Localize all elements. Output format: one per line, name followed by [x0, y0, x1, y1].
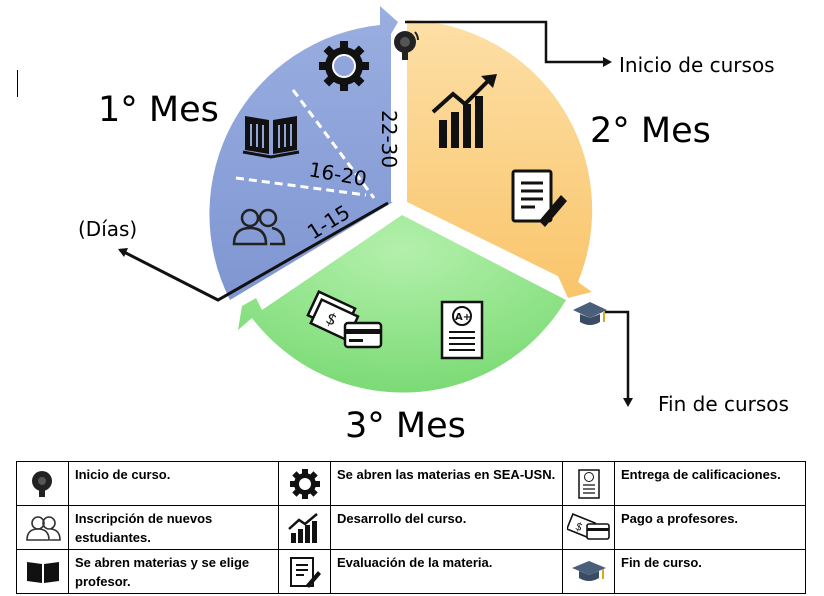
- legend-text: Se abren materias y se elige profesor.: [68, 549, 279, 594]
- legend-text: Pago a profesores.: [614, 505, 806, 550]
- month2-label: 2° Mes: [590, 111, 711, 151]
- month2-sector: [407, 20, 593, 298]
- legend-row: Se abren materias y se elige profesor. E…: [16, 549, 806, 594]
- growth-chart-icon: [431, 74, 497, 148]
- course-cycle-diagram: $ A+ 1° Mes 2° Mes 3° Mes (Días) Inicio …: [78, 6, 789, 446]
- legend-row: Inscripción de nuevos estudiantes. Desar…: [16, 505, 806, 550]
- days-pointer-line: [119, 201, 389, 302]
- grade-report-icon: A+: [440, 300, 484, 360]
- legend-row: Inicio de curso. Se abren las materias e…: [16, 461, 806, 506]
- end-label: Fin de cursos: [658, 392, 789, 416]
- grade-report-icon: [577, 468, 600, 499]
- document-pen-icon: [289, 556, 321, 588]
- end-connector-line: [604, 310, 630, 400]
- month1-label: 1° Mes: [98, 90, 219, 130]
- book-icon: [26, 561, 59, 583]
- range-3-label: 22-30: [377, 110, 401, 168]
- growth-chart-icon: [287, 512, 318, 543]
- gear-icon: [319, 41, 369, 91]
- gear-icon: [289, 468, 320, 499]
- bell-icon: [394, 31, 419, 60]
- legend-text: Inscripción de nuevos estudiantes.: [68, 505, 279, 550]
- legend-table: Inicio de curso. Se abren las materias e…: [16, 461, 806, 594]
- start-connector-arrow: [603, 57, 612, 67]
- text-cursor: [17, 70, 18, 97]
- book-icon: [242, 116, 300, 159]
- money-card-icon: $: [566, 512, 610, 540]
- legend-text: Fin de curso.: [614, 549, 806, 594]
- document-pen-icon: [511, 169, 567, 227]
- start-connector-line: [405, 20, 604, 64]
- legend-text: Se abren las materias en SEA-USN.: [330, 461, 563, 506]
- end-connector-arrow: [623, 398, 633, 407]
- month3-sector: [238, 215, 566, 393]
- graduation-cap-icon: [571, 560, 606, 581]
- days-pointer-arrow: [118, 248, 128, 257]
- legend-text: Evaluación de la materia.: [330, 549, 563, 594]
- divider-dashed-1: [291, 89, 376, 199]
- month3-label: 3° Mes: [345, 406, 466, 446]
- graduation-cap-icon: [573, 302, 607, 325]
- users-icon: [25, 515, 61, 541]
- svg-text:$: $: [573, 519, 584, 534]
- users-icon: [232, 208, 286, 246]
- bell-icon: [31, 470, 52, 497]
- legend-text: Desarrollo del curso.: [330, 505, 563, 550]
- divider-dashed-2: [235, 176, 367, 197]
- legend-text: Inicio de curso.: [68, 461, 279, 506]
- legend-text: Entrega de calificaciones.: [614, 461, 806, 506]
- svg-text:A+: A+: [455, 312, 471, 323]
- start-label: Inicio de cursos: [619, 53, 775, 77]
- days-label: (Días): [78, 217, 137, 241]
- money-card-icon: $: [306, 289, 383, 349]
